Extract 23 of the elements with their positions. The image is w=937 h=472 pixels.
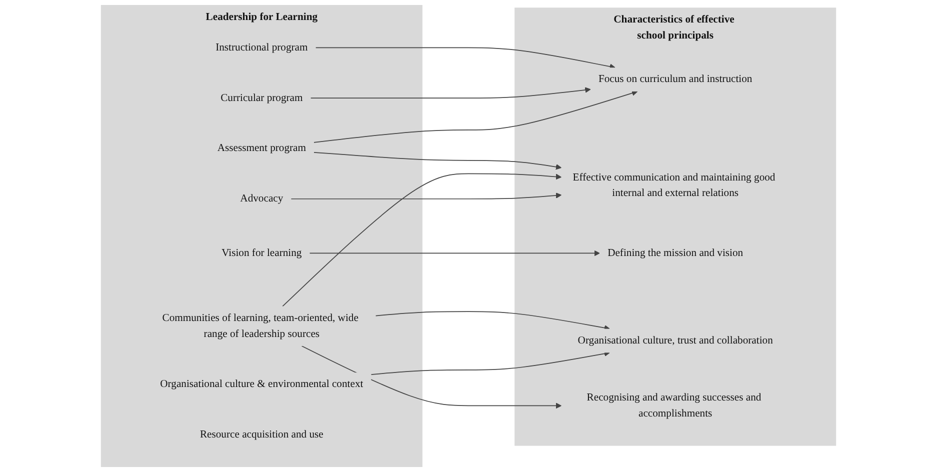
arrow <box>314 152 562 170</box>
node-text: Instructional program <box>216 42 308 54</box>
node-text: Resource acquisition and use <box>200 428 324 440</box>
node-text: Focus on curriculum and instruction <box>598 74 752 85</box>
arrow <box>370 350 610 375</box>
node-text: Defining the mission and vision <box>608 247 744 259</box>
node-text: Curricular program <box>220 92 303 104</box>
arrow <box>375 311 610 331</box>
arrow <box>315 47 616 70</box>
node-text: Organisational culture & environmental context <box>160 378 364 390</box>
node-text: Effective communication and maintaining good internal and external relations <box>572 172 776 199</box>
node-text: Advocacy <box>240 192 284 204</box>
node-text: Recognising and awarding successes and accomplishments <box>586 392 762 419</box>
node-text: Communities of learning, team-oriented, wide range of leadership sources <box>162 312 358 340</box>
arrow <box>301 346 562 409</box>
node-text: Organisational culture, trust and collaboration <box>578 334 773 346</box>
arrow <box>310 87 591 99</box>
arrow <box>290 192 562 200</box>
node-text: Assessment program <box>217 142 306 154</box>
node-text: Vision for learning <box>222 247 302 259</box>
arrow <box>282 173 562 307</box>
arrow <box>309 250 600 256</box>
arrow <box>314 90 638 143</box>
